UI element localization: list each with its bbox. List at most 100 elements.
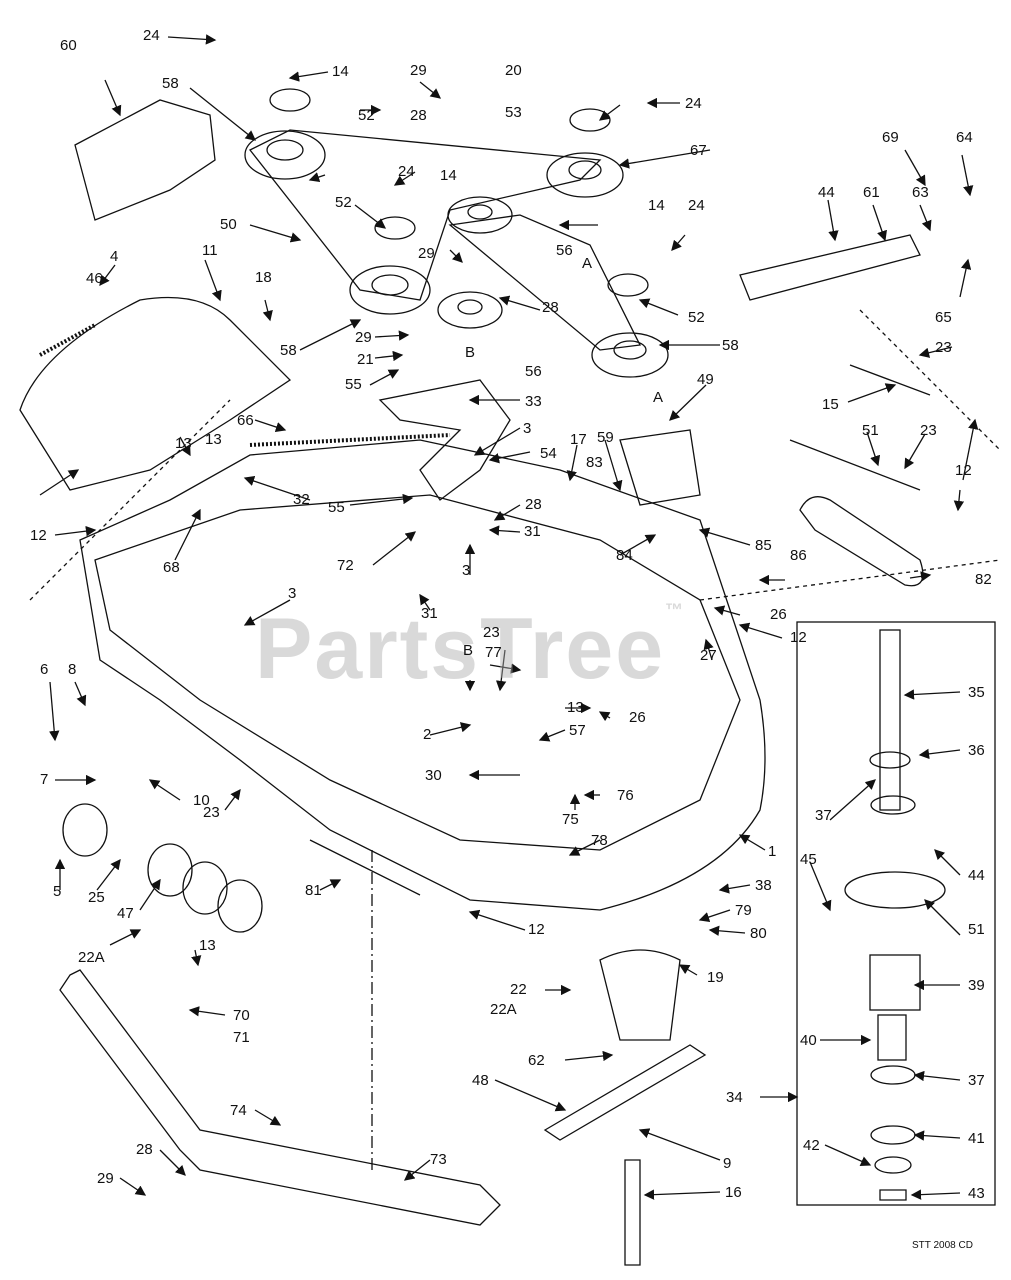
callout-label: 70 <box>233 1007 250 1024</box>
callout-label: A <box>582 255 593 272</box>
callout-label: 63 <box>912 184 929 201</box>
callout-label: 36 <box>968 742 985 759</box>
callout-label: 59 <box>597 429 614 446</box>
mower-blade <box>543 1044 707 1141</box>
spindle-assembly-parts <box>844 629 946 1201</box>
callout-label: 73 <box>430 1151 447 1168</box>
callout-label: B <box>463 642 474 659</box>
callout-label: 23 <box>935 339 952 356</box>
callout-label: 67 <box>690 142 707 159</box>
callout-label: 22 <box>510 981 527 998</box>
callout-label: 24 <box>398 163 415 180</box>
callout-label: 9 <box>723 1155 732 1172</box>
belt-cover <box>74 99 216 221</box>
callout-label: 54 <box>540 445 557 462</box>
callout-label: 58 <box>162 75 179 92</box>
callout-label: 48 <box>472 1072 489 1089</box>
callout-label: 76 <box>617 787 634 804</box>
callout-label: 26 <box>770 606 787 623</box>
callout-label: 13 <box>199 937 216 954</box>
rear-roller <box>799 496 924 587</box>
callout-label: 17 <box>570 431 587 448</box>
callout-label: 1 <box>768 843 777 860</box>
callout-label: 34 <box>726 1089 743 1106</box>
callout-label: 15 <box>822 396 839 413</box>
callout-label: 40 <box>800 1032 817 1049</box>
front-axle-51 <box>309 839 421 896</box>
callout-label: 14 <box>332 63 349 80</box>
callout-leaders <box>39 34 979 1200</box>
callout-label: 28 <box>410 107 427 124</box>
callout-label: 4 <box>110 248 119 265</box>
callout-label: 45 <box>800 851 817 868</box>
callout-label: 66 <box>237 412 254 429</box>
watermark-text: PartsTree <box>255 601 666 697</box>
callout-label: 13 <box>205 431 222 448</box>
spindle-detail-box <box>796 621 996 1206</box>
callout-label: 2 <box>423 726 432 743</box>
watermark-tm: ™ <box>665 600 686 620</box>
callout-label: 74 <box>230 1102 247 1119</box>
callout-label: 55 <box>328 499 345 516</box>
callout-label: 69 <box>882 129 899 146</box>
callout-label: 21 <box>357 351 374 368</box>
callout-label: 68 <box>163 559 180 576</box>
callout-label: 37 <box>815 807 832 824</box>
callout-label: A <box>653 389 664 406</box>
callout-label: 55 <box>345 376 362 393</box>
callout-label: 28 <box>542 299 559 316</box>
spring-46 <box>39 323 96 357</box>
callout-label: 72 <box>337 557 354 574</box>
blade-bolt <box>624 1159 641 1266</box>
callout-label: 56 <box>556 242 573 259</box>
callout-label: 86 <box>790 547 807 564</box>
callout-label: 51 <box>862 422 879 439</box>
callout-label: 78 <box>591 832 608 849</box>
callout-label: 22A <box>490 1001 517 1018</box>
callout-label: 52 <box>688 309 705 326</box>
spring-66 <box>249 433 451 447</box>
callout-label: 3 <box>523 420 532 437</box>
discharge-shield <box>19 296 292 491</box>
callout-label: 37 <box>968 1072 985 1089</box>
callout-label: 32 <box>293 491 310 508</box>
callout-label: 31 <box>421 605 438 622</box>
callout-label: 3 <box>462 562 471 579</box>
callout-label: 61 <box>863 184 880 201</box>
callout-label: 27 <box>700 647 717 664</box>
callout-label: 29 <box>355 329 372 346</box>
roller-shaft-15 <box>849 364 931 396</box>
callout-label: 75 <box>562 811 579 828</box>
callout-label: 13 <box>567 699 584 716</box>
callout-label: 14 <box>440 167 457 184</box>
callout-label: 23 <box>483 624 500 641</box>
callout-label: 23 <box>203 804 220 821</box>
callout-label: 33 <box>525 393 542 410</box>
callout-label: 24 <box>143 27 160 44</box>
callout-label: 12 <box>955 462 972 479</box>
callout-label: 12 <box>790 629 807 646</box>
callout-label: 6 <box>40 661 49 678</box>
callout-label: 47 <box>117 905 134 922</box>
deck-top-surface <box>94 494 741 851</box>
callout-label: 29 <box>97 1170 114 1187</box>
mower-deck-shell <box>79 439 766 911</box>
callout-label: 14 <box>648 197 665 214</box>
callout-label: 28 <box>525 496 542 513</box>
idler-arm <box>378 379 511 501</box>
drive-belt-58 <box>448 214 641 351</box>
assembly-outline <box>29 309 1001 601</box>
callout-label: 29 <box>410 62 427 79</box>
callout-label: 52 <box>358 107 375 124</box>
callout-label: 83 <box>586 454 603 471</box>
callout-label: 11 <box>202 242 218 259</box>
callout-label: 82 <box>975 571 992 588</box>
roller-shaft-51 <box>789 439 921 491</box>
callout-label: 51 <box>968 921 985 938</box>
spindle-housing <box>599 949 681 1041</box>
callout-label: 44 <box>968 867 985 884</box>
front-bumper <box>59 969 501 1226</box>
gauge-wheels <box>62 803 263 933</box>
callout-label: 38 <box>755 877 772 894</box>
